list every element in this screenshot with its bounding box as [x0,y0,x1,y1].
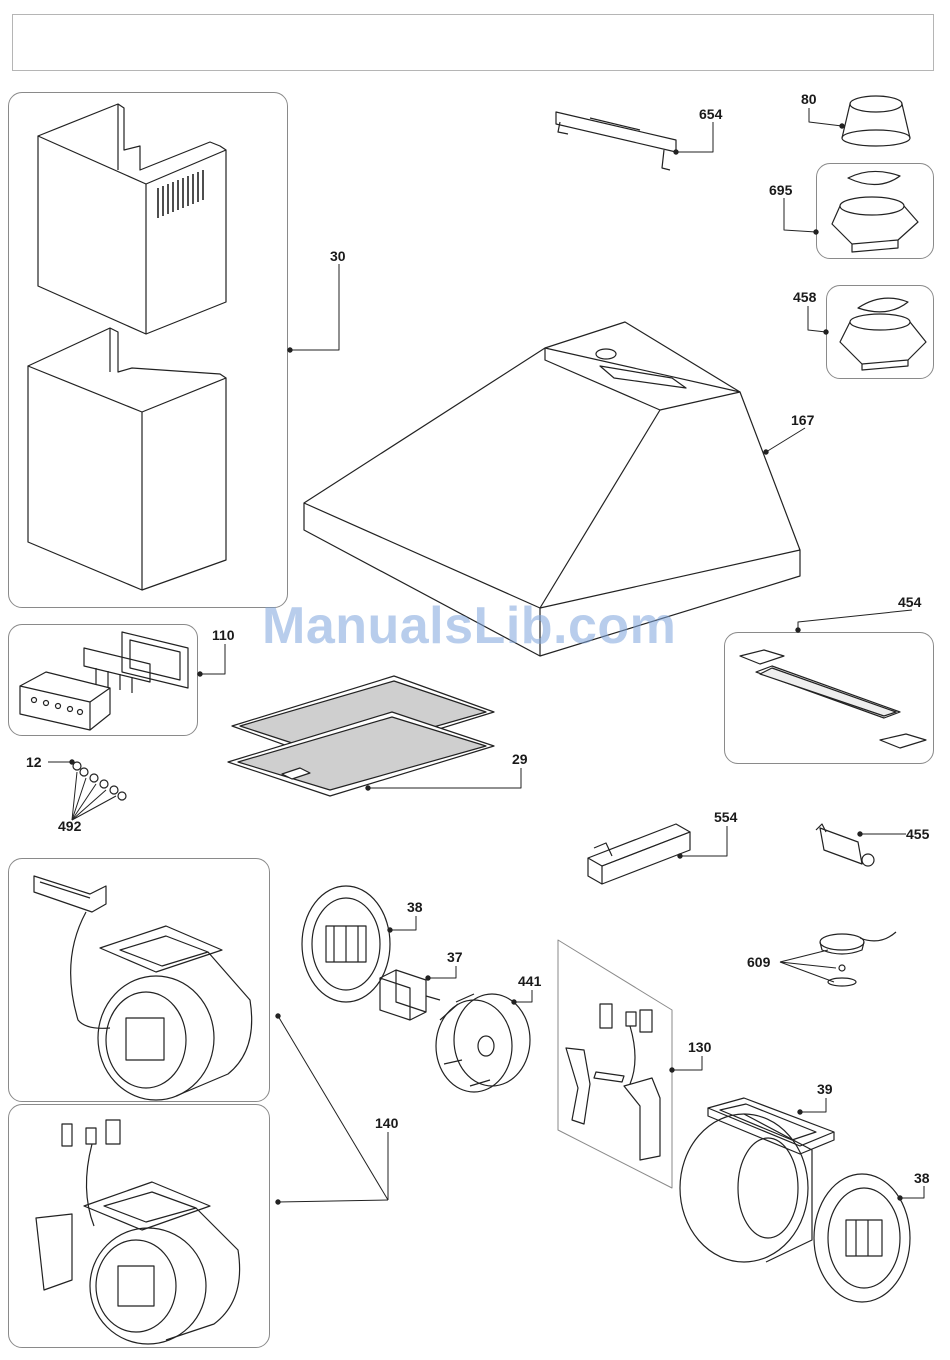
blower-housing [680,1098,834,1262]
mounting-bracket [556,112,676,170]
part-label-654: 654 [699,107,722,121]
wiring-parts [566,1004,660,1160]
fan-wheel [436,994,530,1092]
blower-assembly-bottom [36,1120,240,1344]
part-label-29: 29 [512,752,528,766]
grease-filters [228,676,494,796]
part-label-554: 554 [714,810,737,824]
wiring-group-frame [558,940,672,1188]
light-panel [740,650,926,748]
part-label-80: 80 [801,92,817,106]
blower-assembly-top [34,876,252,1100]
part-label-38-right: 38 [914,1171,930,1185]
part-label-458: 458 [793,290,816,304]
part-label-30: 30 [330,249,346,263]
part-label-38-center: 38 [407,900,423,914]
part-label-37: 37 [447,950,463,964]
part-label-110: 110 [212,628,235,642]
chimney-lower-cover [28,328,226,590]
part-label-455: 455 [906,827,929,841]
motor-plate-right [814,1174,910,1302]
part-label-12: 12 [26,755,42,769]
part-label-130: 130 [688,1040,711,1054]
lamp-holder [816,824,874,866]
diverter-458 [840,298,926,370]
part-label-454: 454 [898,595,921,609]
motor-plate-center [302,886,390,1002]
part-label-140: 140 [375,1116,398,1130]
part-label-39: 39 [817,1082,833,1096]
part-label-609: 609 [747,955,770,969]
part-label-695: 695 [769,183,792,197]
chimney-upper-cover [38,104,226,334]
part-label-167: 167 [791,413,814,427]
part-label-492: 492 [58,819,81,833]
duct-collar [842,96,910,146]
part-label-441: 441 [518,974,541,988]
control-panel [20,632,188,730]
watermark: ManualsLib.com [262,596,676,656]
transformer [588,824,690,884]
diverter-695 [832,171,918,252]
halogen-lamp [820,932,896,986]
